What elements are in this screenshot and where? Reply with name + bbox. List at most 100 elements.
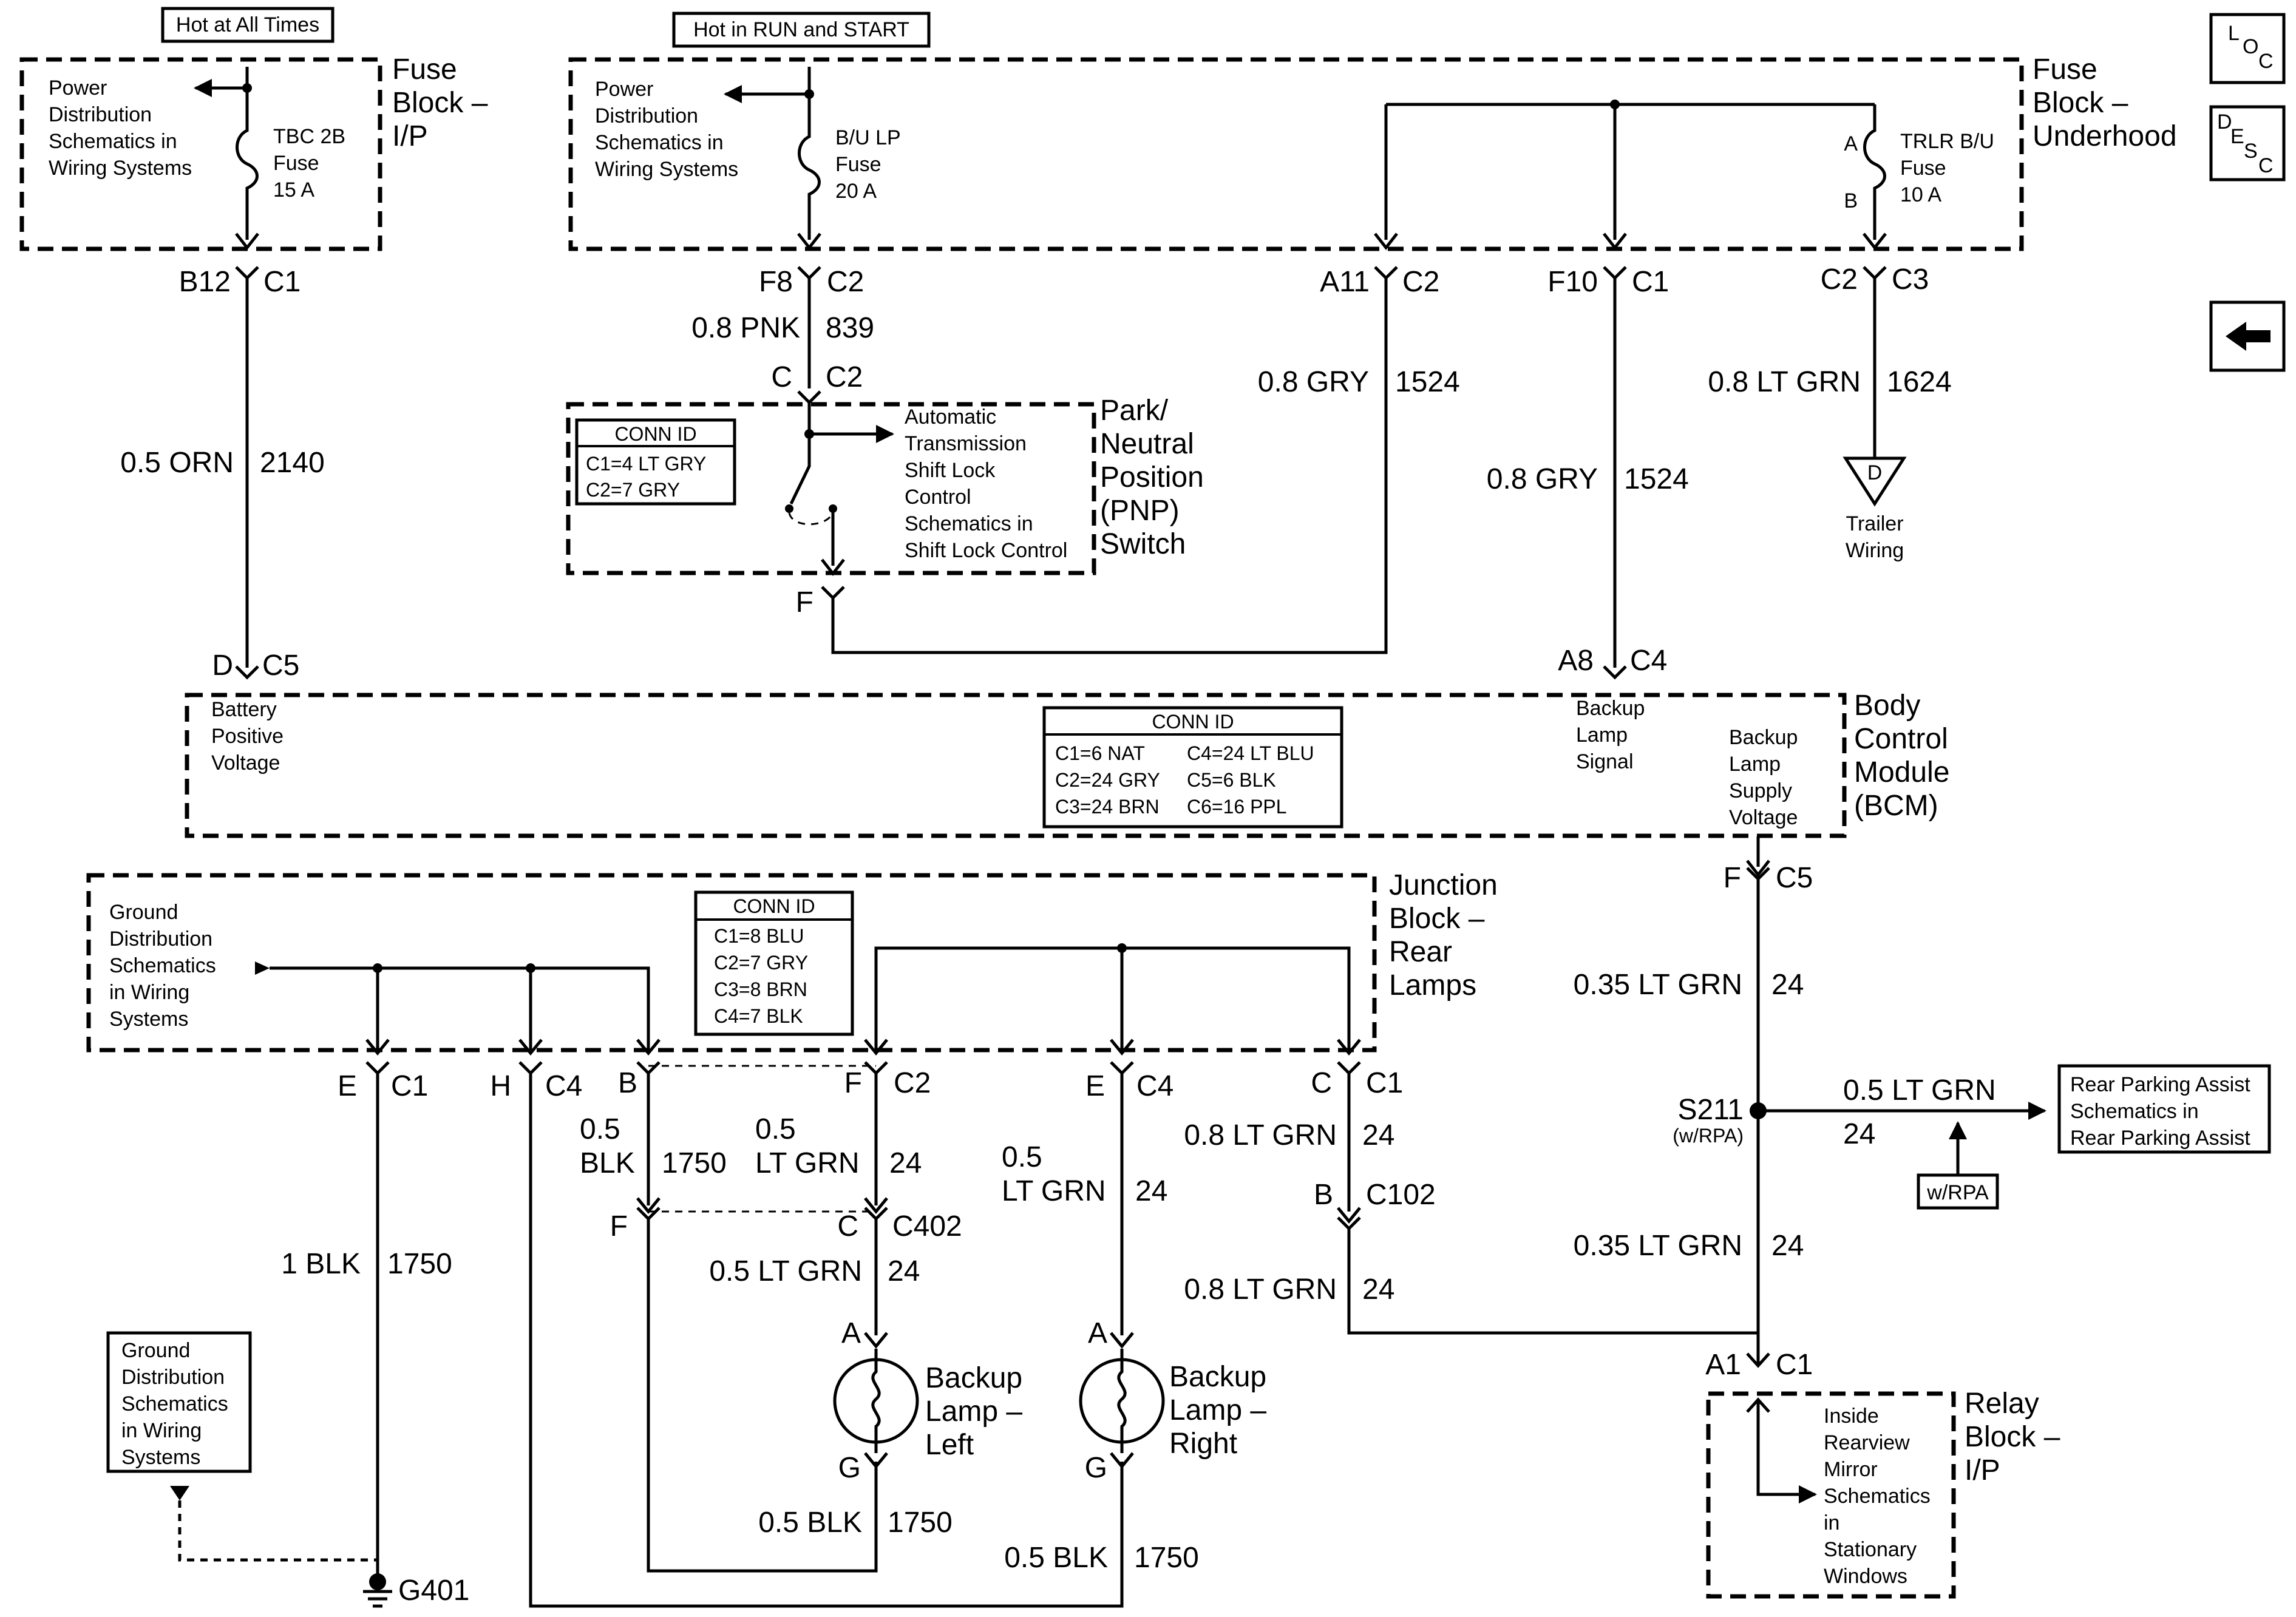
bcm-supply-3: Supply	[1729, 779, 1792, 802]
jb-f-chevron	[864, 1039, 888, 1056]
trailer-connector-symbol	[1843, 456, 1907, 507]
wire-24-c1-circuit: 24	[1362, 1119, 1394, 1151]
connector-f8	[797, 266, 821, 280]
bcm-connid-c2: C2=24 GRY	[1055, 769, 1160, 791]
fuse-bulp-symbol	[798, 94, 821, 240]
fuse-bulp-output-chevron	[797, 232, 821, 251]
pnp-schem-4: Control	[905, 486, 971, 509]
pnp-connid-c1: C1=4 LT GRY	[586, 453, 706, 475]
left-lamp-label-2: Lamp –	[925, 1395, 1022, 1428]
wire-1624-size: 0.8 LT GRN	[1708, 366, 1861, 398]
wire-1524-pnp	[831, 278, 1388, 654]
loc-icon[interactable]: L O C	[2209, 13, 2286, 84]
bcm-title-2: Control	[1854, 723, 1948, 755]
bcm-signal-2: Lamp	[1576, 724, 1628, 747]
jb-connid-title: CONN ID	[733, 895, 815, 917]
jb-h-chevron	[518, 1039, 543, 1056]
conn-c2-f8: C2	[827, 266, 864, 298]
relay-conn-c1: C1	[1776, 1349, 1813, 1381]
bcm-title-4: (BCM)	[1854, 790, 1938, 822]
pnp-connid-box	[575, 418, 736, 506]
jb-title-3: Rear	[1389, 936, 1452, 968]
jb-conn-h: C4	[545, 1070, 582, 1102]
relay-a1-connector	[1746, 1352, 1770, 1368]
desc-icon-s: S	[2244, 140, 2258, 163]
bcm-batt-1: Battery	[211, 698, 277, 721]
left-lamp-label-3: Left	[925, 1429, 974, 1461]
bcm-supply-4: Voltage	[1729, 806, 1798, 829]
jb-connid-box	[694, 890, 854, 1036]
ground-schematic-box	[106, 1331, 252, 1473]
jb-connid-c2: C2=7 GRY	[714, 952, 808, 974]
fuse-bulp-label-3: 20 A	[835, 180, 877, 203]
fuse-ip-output-chevron	[235, 232, 259, 251]
pnp-junction-dot	[804, 429, 814, 439]
bcm-connid-c6: C6=16 PPL	[1187, 796, 1287, 818]
bcm-outline	[185, 693, 1847, 838]
jb-conn-e: C1	[391, 1070, 428, 1102]
jb-c-connector	[1337, 1061, 1361, 1076]
bcm-batt-2: Positive	[211, 725, 284, 748]
relay-schem-1: Inside	[1824, 1405, 1879, 1428]
jb-pin-f: F	[844, 1067, 862, 1099]
relay-schem-5: in	[1824, 1511, 1839, 1534]
pin-b12: B12	[179, 266, 231, 298]
back-arrow-icon[interactable]	[2209, 300, 2286, 372]
wire-24-c102-size: 0.8 LT GRN	[1184, 1273, 1337, 1306]
c402-pin-f: F	[610, 1210, 628, 1242]
wire-24-e-size-1: 0.5	[1002, 1141, 1042, 1173]
fuse-bulp-label-1: B/U LP	[835, 126, 901, 149]
fuse-bulp-label-2: Fuse	[835, 153, 881, 176]
g401-label: G401	[398, 1575, 469, 1607]
bcm-conn-c4-a8: C4	[1630, 645, 1667, 677]
fuse-uh-schem-3: Schematics in	[595, 131, 724, 154]
pin-c2-trailer: C2	[1821, 263, 1858, 296]
bcm-connid-c1: C1=6 NAT	[1055, 742, 1145, 764]
backup-lamp-right-filament	[1117, 1349, 1127, 1453]
jb-conn-e2: C4	[1136, 1070, 1173, 1102]
desc-icon-d: D	[2217, 110, 2232, 134]
fuse-trlr-pin-a: A	[1844, 132, 1858, 155]
left-lamp-pin-g: G	[838, 1452, 861, 1484]
connector-c2-c3	[1863, 266, 1887, 280]
pnp-pin-c: C	[771, 361, 792, 393]
jb-b-connector	[636, 1061, 661, 1076]
bcm-batt-3: Voltage	[211, 751, 280, 775]
fuse-tbc2b-label-3: 15 A	[273, 178, 314, 202]
loc-icon-o: O	[2243, 35, 2258, 58]
ground-ref-arrow	[170, 1486, 189, 1500]
bcm-conn-c5-f: C5	[1776, 862, 1813, 894]
wire-1750-right-lamp	[529, 1073, 1124, 1608]
wire-2140-size: 0.5 ORN	[120, 447, 234, 479]
connector-a11	[1374, 266, 1398, 280]
jb-schem-1: Ground	[109, 901, 178, 924]
jb-schem-5: Systems	[109, 1008, 188, 1031]
bcm-connid-c5: C5=6 BLK	[1187, 769, 1276, 791]
jb-h-connector	[518, 1061, 543, 1076]
wire-24-relay-size: 0.35 LT GRN	[1574, 1230, 1742, 1262]
underhood-a11-chevron	[1374, 232, 1398, 251]
bcm-connid-c3: C3=24 BRN	[1055, 796, 1160, 818]
fuse-ip-schem-3: Schematics in	[49, 130, 177, 153]
rpa-label-2: Schematics in	[2070, 1100, 2199, 1123]
right-lamp-label-2: Lamp –	[1169, 1394, 1266, 1426]
ground-schem-1: Ground	[121, 1339, 190, 1362]
bcm-connid-box	[1042, 706, 1343, 829]
pnp-schem-1: Automatic	[905, 405, 996, 429]
bcm-pin-d: D	[212, 649, 233, 682]
wire-24-relay-circuit: 24	[1771, 1230, 1804, 1262]
ground-schem-4: in Wiring	[121, 1419, 202, 1442]
conn-c3-trailer: C3	[1892, 263, 1929, 296]
bcm-a8-connector	[1603, 665, 1627, 680]
fuse-underhood-title-1: Fuse	[2033, 53, 2097, 86]
wire-24-rpa-size: 0.5 LT GRN	[1843, 1074, 1996, 1107]
wire-1524a-size: 0.8 GRY	[1258, 366, 1369, 398]
trailer-symbol-d: D	[1867, 461, 1883, 484]
ground-schem-5: Systems	[121, 1446, 200, 1469]
bcm-supply-2: Lamp	[1729, 753, 1781, 776]
desc-icon[interactable]: D E S C	[2209, 105, 2286, 181]
jb-connid-c4: C4=7 BLK	[714, 1005, 803, 1027]
wire-24-bcm-size: 0.35 LT GRN	[1574, 969, 1742, 1001]
jb-schem-2: Distribution	[109, 927, 212, 951]
wire-24-bcm-circuit: 24	[1771, 969, 1804, 1001]
